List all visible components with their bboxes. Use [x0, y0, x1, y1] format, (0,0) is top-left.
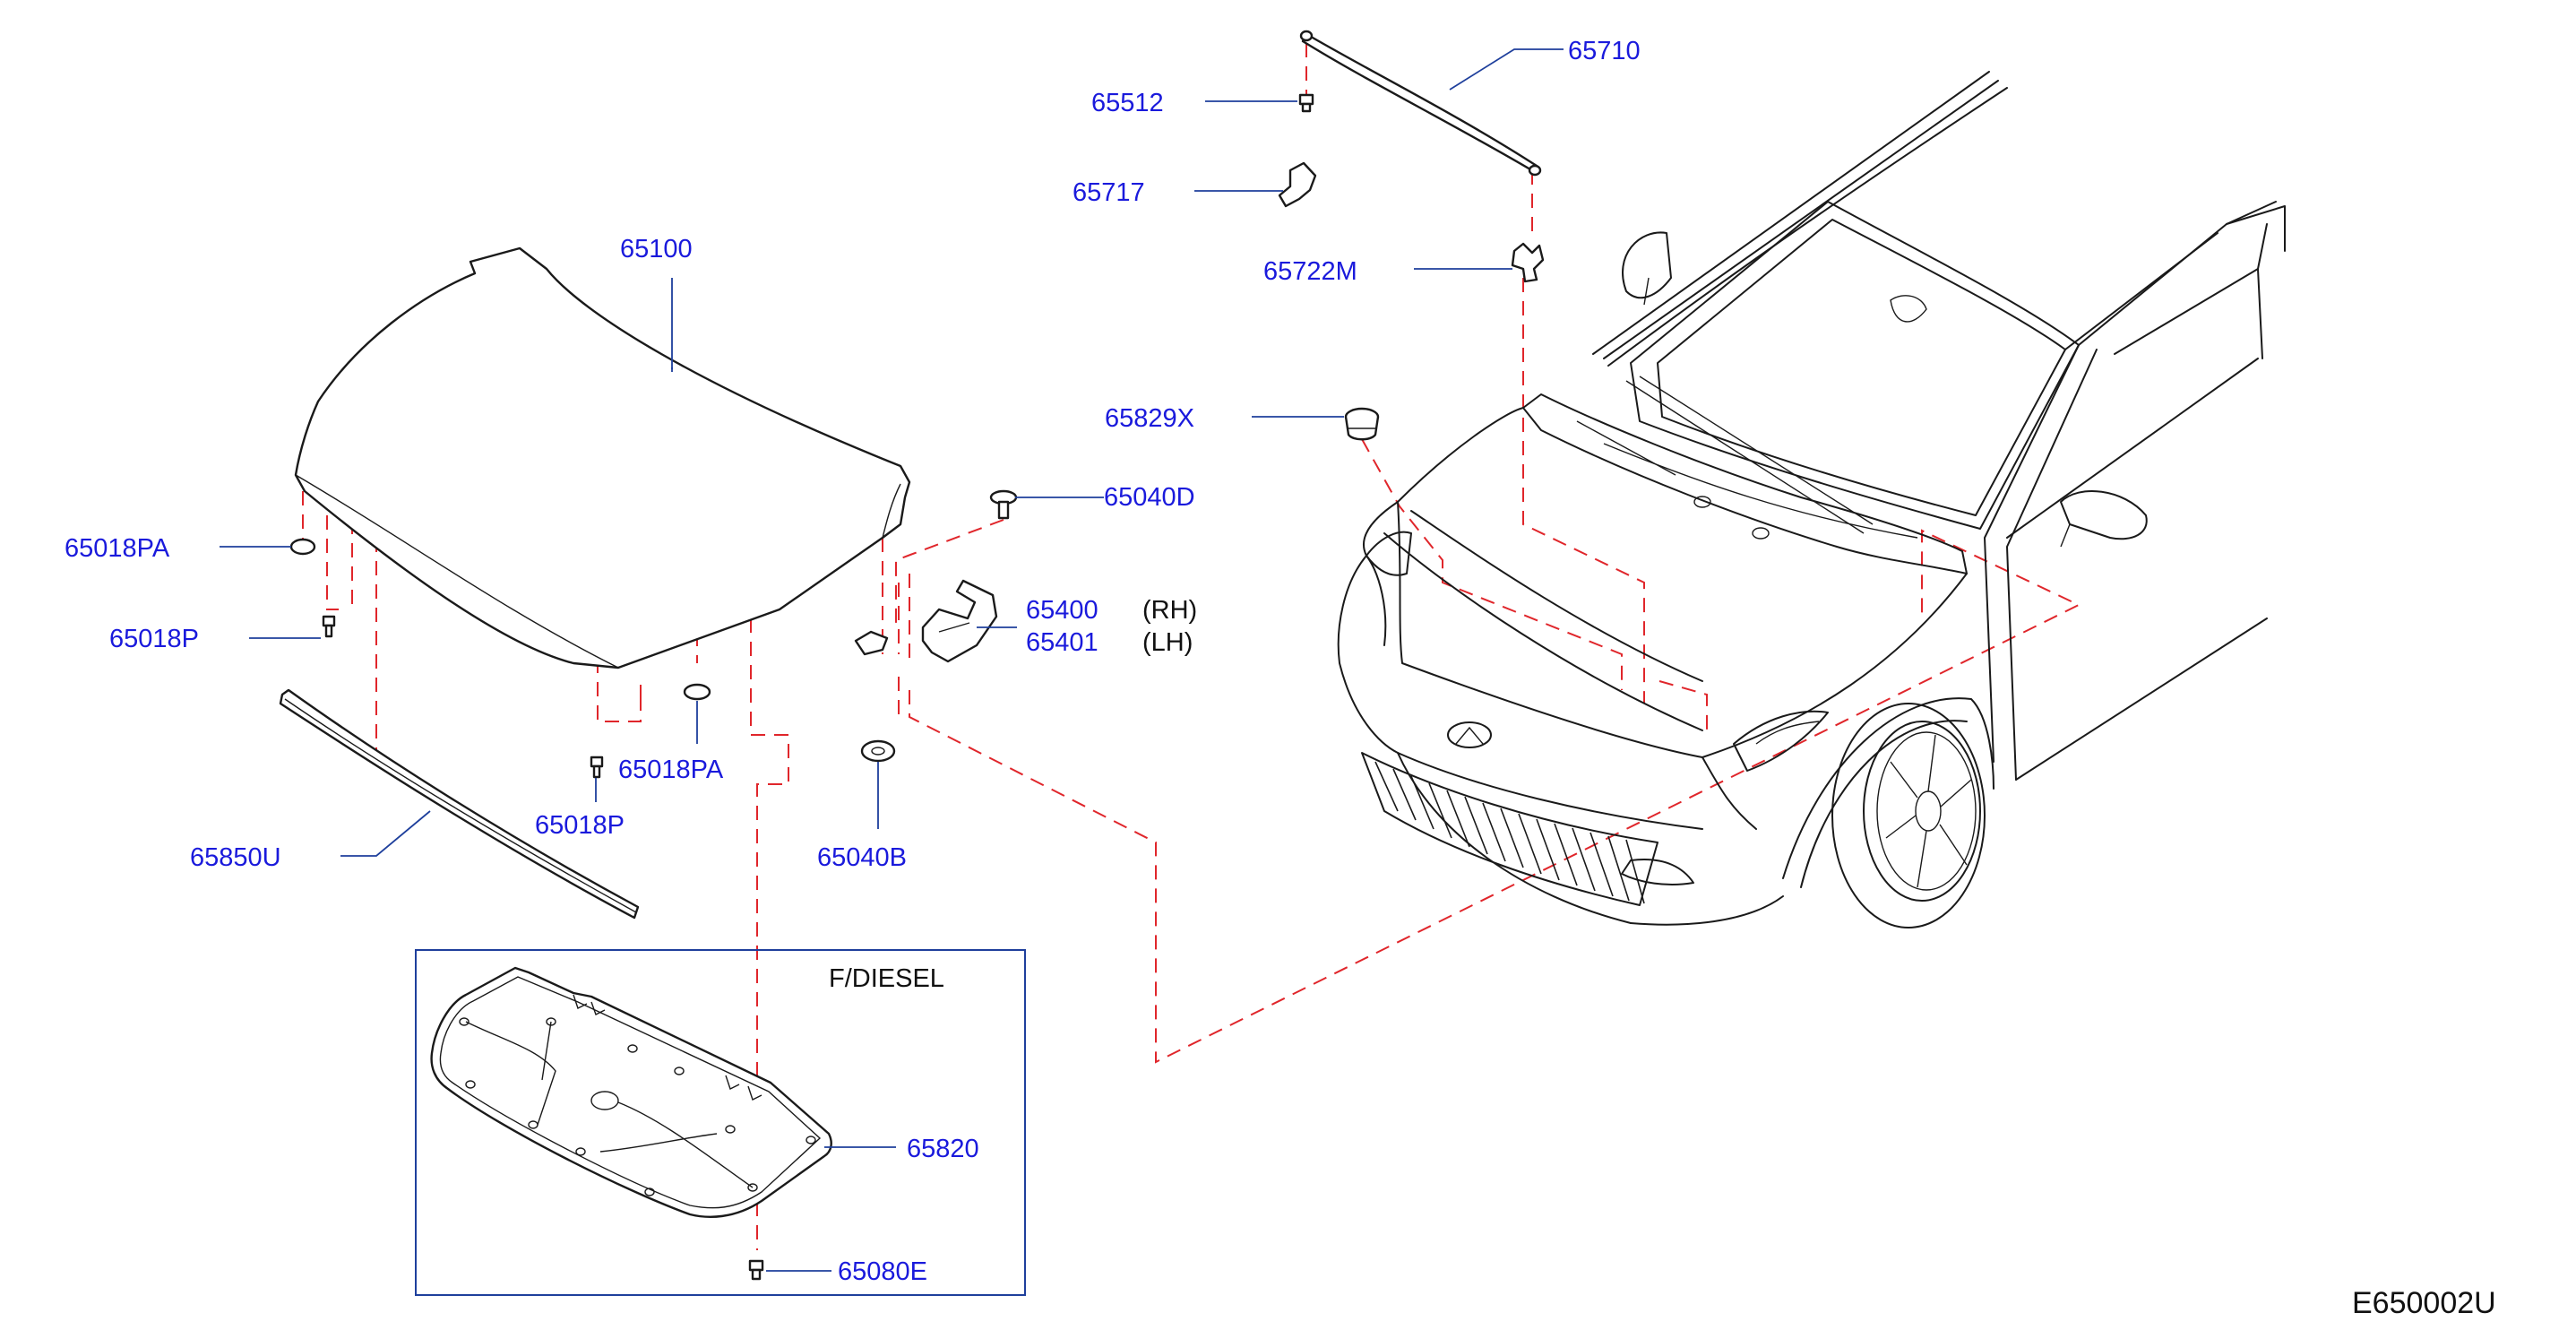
- clip-65018pa-left-shape: [289, 538, 316, 556]
- label-hinge-lh: 65401: [1026, 628, 1098, 657]
- hood-panel: [294, 246, 911, 669]
- clip-65080e-shape: [748, 1259, 764, 1281]
- label-hinge-washer: 65040B: [817, 843, 907, 872]
- clip-65018pa-center-shape: [683, 683, 711, 701]
- hood-clips: [289, 538, 711, 779]
- label-clip-65018pa-left: 65018PA: [65, 534, 170, 563]
- bumper-65018p-left-shape: [322, 615, 336, 638]
- label-cowl-seal: 65710: [1568, 37, 1641, 65]
- bumper-65018p-center-shape: [590, 756, 604, 779]
- part-labels: 65100 65018PA 65018P 65018PA 65018P 6585…: [65, 37, 2496, 1320]
- label-bumper-65018p-left: 65018P: [109, 625, 199, 653]
- label-insulator-clip: 65080E: [838, 1257, 927, 1286]
- label-side-lh: (LH): [1142, 628, 1193, 657]
- label-seal-clip: 65512: [1091, 89, 1164, 117]
- vehicle-illustration: [1337, 71, 2286, 928]
- label-clip-65018pa-center: 65018PA: [618, 756, 724, 784]
- insulator-shape: [430, 966, 832, 1218]
- hood-front-seal: [279, 688, 640, 920]
- label-hinge-rh: 65400: [1026, 596, 1098, 625]
- diagram-code: E650002U: [2352, 1286, 2496, 1320]
- label-stay-holder: 65722M: [1263, 257, 1357, 286]
- label-grommet: 65829X: [1105, 404, 1194, 433]
- label-hood: 65100: [620, 235, 693, 263]
- label-insulator: 65820: [907, 1135, 979, 1163]
- cowl-seal-parts: [1278, 30, 1545, 441]
- inset-frame: [415, 949, 1026, 1296]
- bracket-65717-shape: [1278, 161, 1317, 208]
- label-seal-bracket: 65717: [1073, 178, 1145, 207]
- label-hinge-bolt: 65040D: [1104, 483, 1195, 512]
- washer-65040b-shape: [860, 739, 896, 763]
- clip-65512-shape: [1298, 93, 1314, 113]
- label-bumper-65018p-center: 65018P: [535, 811, 625, 840]
- label-hood-front-seal: 65850U: [190, 843, 281, 872]
- diesel-inset: [415, 949, 1026, 1296]
- holder-65722m-shape: [1511, 242, 1545, 283]
- label-side-rh: (RH): [1142, 596, 1197, 625]
- bolt-65040d-shape: [989, 489, 1018, 520]
- leader-lines: [220, 48, 1564, 1272]
- grommet-65829x-shape: [1344, 407, 1380, 441]
- inset-title: F/DIESEL: [829, 964, 944, 993]
